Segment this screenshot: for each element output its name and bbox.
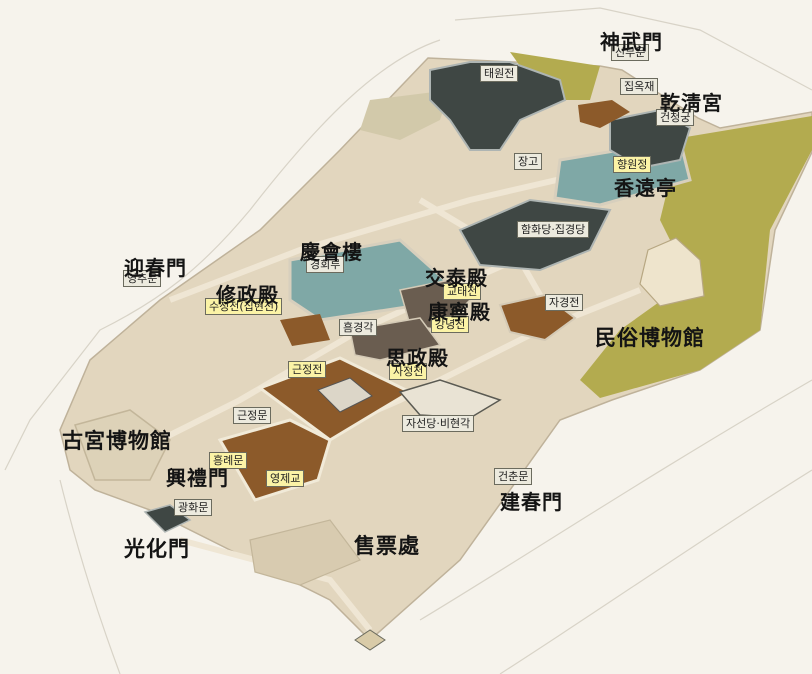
palace-ground — [59, 57, 812, 642]
hanja-yeongchunmun: 迎春門 — [124, 256, 187, 280]
tag-gangnyeongjeon: 강녕전 — [431, 316, 470, 333]
tag-sujeongjeon: 수정전(집현전) — [205, 298, 283, 315]
tag-yeongjegyo: 영제교 — [266, 470, 305, 487]
tag-taewonjeon: 태원전 — [480, 65, 519, 82]
tag-geunjeongmun: 근정문 — [233, 407, 272, 424]
tag-geonchunmun: 건춘문 — [494, 468, 533, 485]
taewonjeon-compound — [429, 61, 567, 151]
hanja-ticket-office: 售票處 — [354, 533, 420, 558]
hanja-heungnyemun: 興禮門 — [166, 466, 229, 490]
hanja-palace-museum: 古宮博物館 — [62, 428, 172, 453]
palace-museum-building — [74, 409, 171, 481]
tag-geunjeongjeon: 근정전 — [288, 361, 327, 378]
tag-gyotaejeon: 교태전 — [443, 283, 482, 300]
hanja-sujeongjeon: 修政殿 — [216, 283, 279, 307]
hanja-gwanghwamun: 光化門 — [124, 536, 190, 561]
tag-sinmumun: 신무문 — [611, 44, 650, 61]
pavilion-south — [354, 629, 386, 651]
road-lines — [4, 7, 812, 674]
hanja-gyotaejeon: 交泰殿 — [425, 266, 488, 290]
folk-museum-pagoda — [639, 237, 705, 307]
tag-heumgyeonggak: 흠경각 — [339, 319, 378, 336]
lawn-hyangwon-area — [360, 90, 450, 140]
hanja-folk-museum: 民俗博物館 — [595, 325, 705, 350]
jaseondang-compound — [398, 379, 502, 419]
tag-hyangwonjeong: 향원정 — [613, 156, 652, 173]
hanja-gyeonghoeru: 慶會樓 — [300, 240, 363, 264]
lawn-north — [510, 52, 600, 100]
hanja-geoncheonggung: 乾淸宮 — [660, 91, 723, 115]
geunjeongjeon-hall — [317, 377, 373, 413]
hanja-hyangwonjeong: 香遠亭 — [614, 176, 677, 200]
tag-gyeonghoeru: 경회루 — [306, 256, 345, 273]
tag-geoncheonggung: 건청궁 — [656, 109, 695, 126]
hanja-sajeongjeon: 思政殿 — [386, 346, 449, 370]
tag-jaseondang: 자선당·비현각 — [402, 415, 475, 432]
tag-heungnyemun: 흥례문 — [209, 452, 248, 469]
hanja-sinmumun: 神武門 — [600, 30, 663, 54]
tag-jagyeongjeon: 자경전 — [545, 294, 584, 311]
tag-janggo: 장고 — [514, 153, 543, 170]
hanja-gangnyeongjeon: 康寧殿 — [428, 300, 491, 324]
tag-yeongchunmun: 영추문 — [123, 270, 162, 287]
sujeongjeon-court — [280, 314, 330, 346]
tag-jibokjae: 집옥재 — [620, 78, 659, 95]
tag-gwanghwamun: 광화문 — [174, 499, 213, 516]
tag-hamhwadang: 함화당·집경당 — [517, 221, 590, 238]
ticket-office-grounds — [249, 519, 361, 586]
tag-sajeongjeon: 사정전 — [389, 363, 428, 380]
hanja-geonchunmun: 建春門 — [500, 490, 563, 514]
jibokjae-court — [578, 100, 630, 128]
